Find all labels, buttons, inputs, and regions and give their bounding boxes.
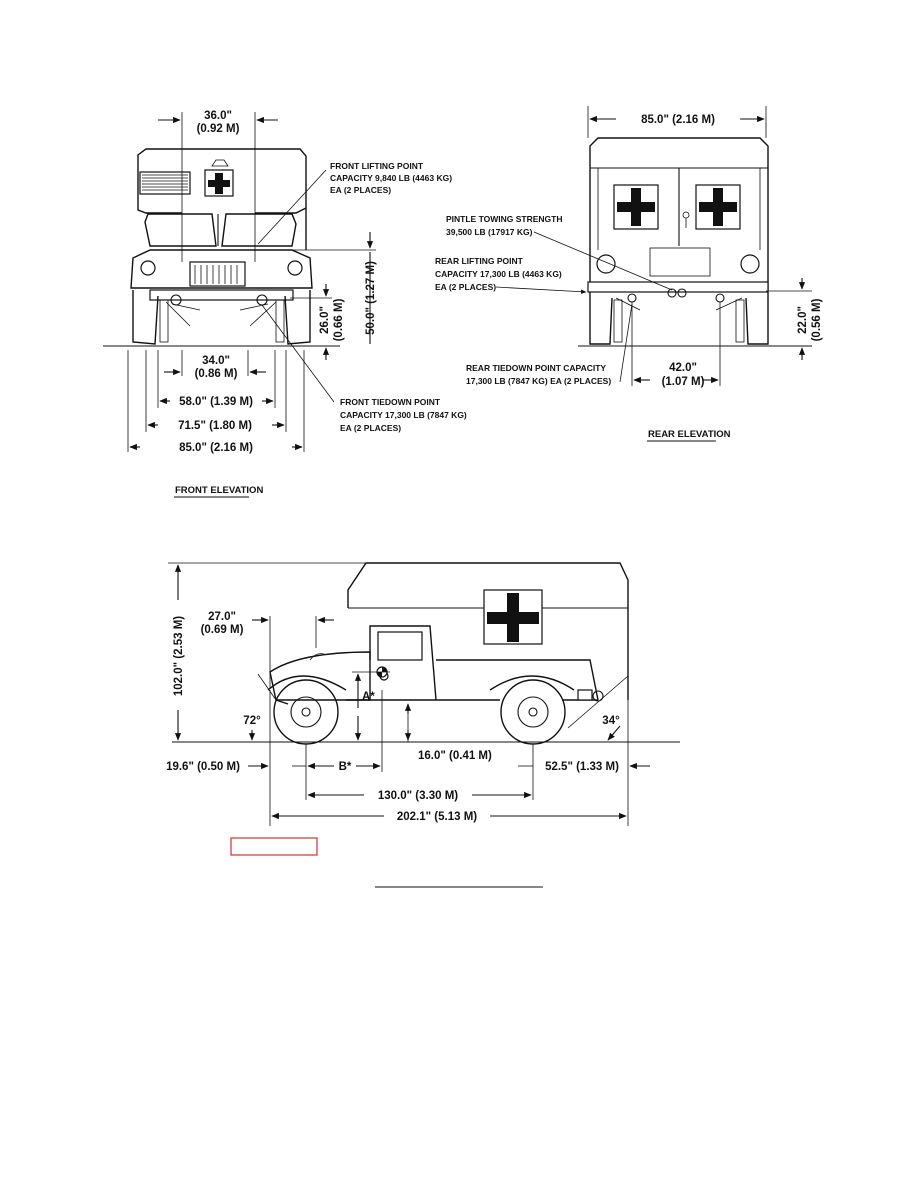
note-rear-lifting-places: EA (2 PLACES) — [435, 282, 496, 292]
dim-side-wheelbase: 130.0" (3.30 M) — [378, 790, 458, 802]
dim-rear-tiedown-spacing-metric: (1.07 M) — [662, 376, 705, 388]
note-front-tiedown-places: EA (2 PLACES) — [340, 423, 401, 433]
dim-front-tiedown-spacing: 34.0" — [202, 355, 230, 367]
dim-rear-lift-height-metric: (0.56 M) — [811, 298, 823, 341]
louver-icon — [139, 171, 191, 195]
note-front-tiedown-capacity: CAPACITY 17,300 LB (7847 KG) — [340, 410, 467, 420]
front-elevation-title: FRONT ELEVATION — [175, 485, 263, 496]
dim-rear-overall-width: 85.0" (2.16 M) — [641, 114, 715, 126]
dim-front-track: 71.5" (1.80 M) — [178, 420, 252, 432]
dim-front-tiedown-spacing-metric: (0.86 M) — [195, 368, 238, 380]
dim-front-top-width-metric: (0.92 M) — [197, 123, 240, 135]
dim-side-front-to-cab: 27.0" — [208, 611, 236, 623]
grille — [189, 261, 246, 287]
rear-elevation-title: REAR ELEVATION — [648, 429, 731, 440]
rear-right-cross-icon — [695, 184, 741, 230]
dim-side-front-to-cab-metric: (0.69 M) — [201, 624, 244, 636]
note-rear-pintle: PINTLE TOWING STRENGTH — [446, 214, 562, 224]
side-elevation: 102.0" (2.53 M) 27.0" (0.69 M) 72° 34° A… — [166, 562, 680, 826]
note-rear-pintle-strength: 39,500 LB (17917 KG) — [446, 227, 533, 237]
dim-front-overall-width: 85.0" (2.16 M) — [179, 442, 253, 454]
note-rear-lifting-capacity: CAPACITY 17,300 LB (4463 KG) — [435, 269, 562, 279]
rear-left-cross-icon — [613, 184, 659, 230]
note-rear-tiedown: REAR TIEDOWN POINT CAPACITY — [466, 363, 606, 373]
dim-rear-tiedown-spacing: 42.0" — [669, 362, 697, 374]
note-front-lifting-capacity: CAPACITY 9,840 LB (4463 KG) — [330, 173, 452, 183]
note-rear-lifting: REAR LIFTING POINT — [435, 256, 524, 266]
red-cross-icon — [204, 169, 234, 197]
dim-side-departure-angle: 34° — [602, 715, 620, 727]
highlight-box — [230, 837, 318, 856]
dim-side-overall-height: 102.0" (2.53 M) — [173, 616, 185, 696]
dim-rear-lift-height: 22.0" — [797, 306, 809, 334]
dim-side-cg-a: A* — [362, 691, 375, 703]
dim-side-rear-overhang: 52.5" (1.33 M) — [545, 761, 619, 773]
front-elevation: 36.0" (0.92 M) 50.0" (1.27 M) 26.0" (0.6… — [103, 110, 467, 498]
rear-wheel — [500, 679, 566, 745]
dim-front-top-width: 36.0" — [204, 110, 232, 122]
dim-side-overall-length: 202.1" (5.13 M) — [397, 811, 477, 823]
dim-side-cg-b: B* — [339, 761, 352, 773]
rear-elevation: 85.0" (2.16 M) 22.0" (0.56 M) 42.0" (1.0… — [435, 106, 823, 442]
note-front-tiedown: FRONT TIEDOWN POINT — [340, 397, 441, 407]
dim-side-ground-clearance: 16.0" (0.41 M) — [418, 750, 492, 762]
note-front-lifting-places: EA (2 PLACES) — [330, 185, 391, 195]
note-front-lifting: FRONT LIFTING POINT — [330, 161, 424, 171]
dim-front-bumper-height: 26.0" — [319, 306, 331, 334]
dim-side-approach-angle: 72° — [243, 715, 261, 727]
front-wheel — [273, 679, 339, 745]
dim-front-bumper-height-metric: (0.66 M) — [333, 298, 345, 341]
dim-front-hood-height: 50.0" (1.27 M) — [365, 261, 377, 335]
dim-side-front-overhang: 19.6" (0.50 M) — [166, 761, 240, 773]
note-rear-tiedown-capacity: 17,300 LB (7847 KG) EA (2 PLACES) — [466, 376, 611, 386]
dim-front-inner-track: 58.0" (1.39 M) — [179, 396, 253, 408]
